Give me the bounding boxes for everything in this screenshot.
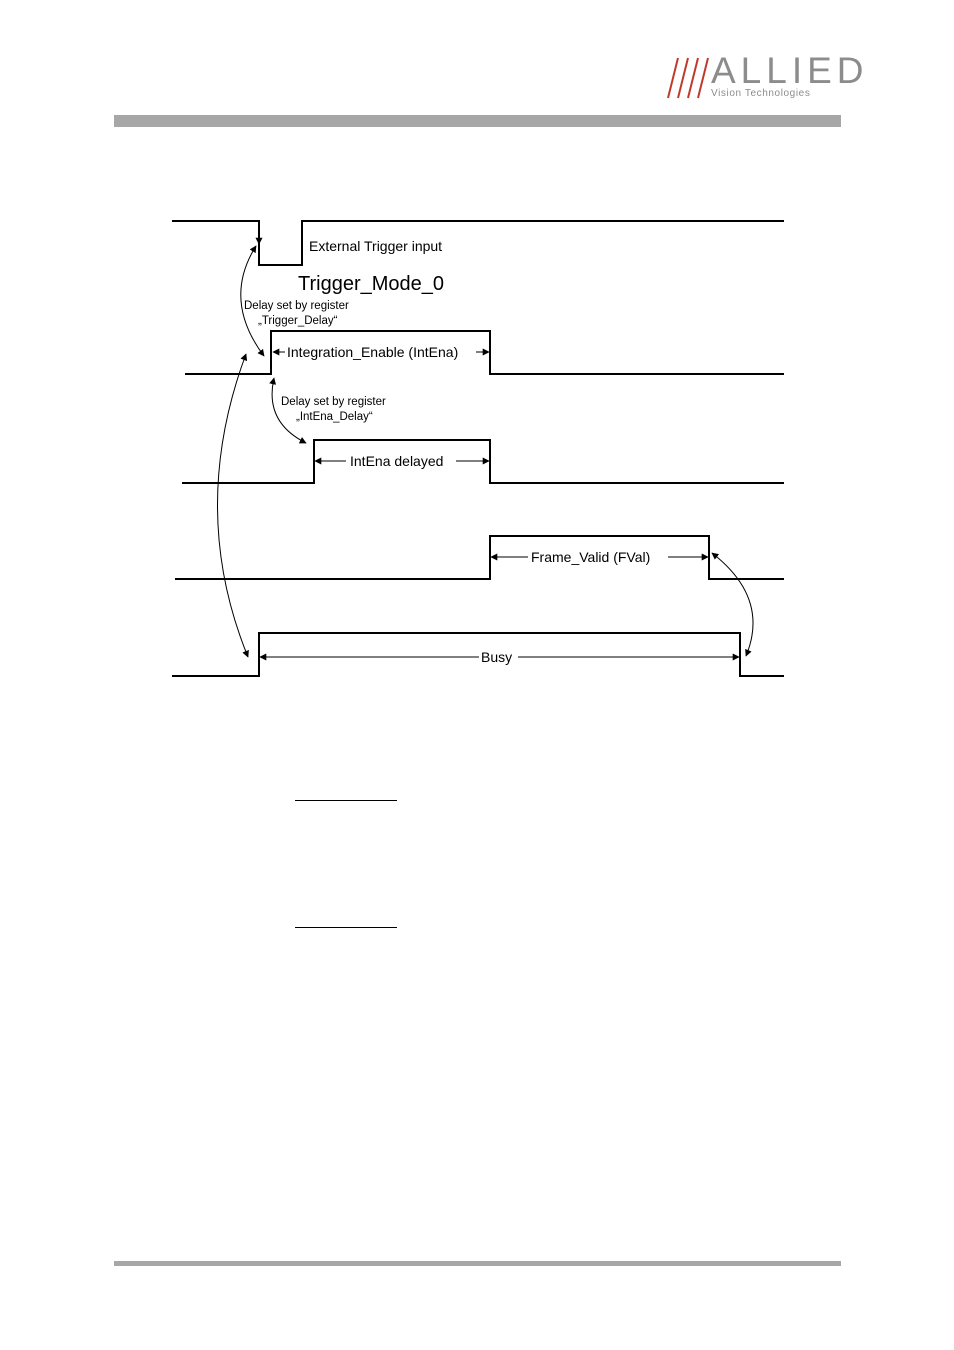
frame-valid-label: Frame_Valid (FVal) (531, 549, 650, 565)
intena-delay-label-1: Delay set by register (281, 396, 386, 408)
reference-link-2[interactable] (295, 927, 397, 928)
intena-delayed-label: IntEna delayed (350, 453, 443, 469)
signal-external-trigger (172, 221, 784, 265)
external-trigger-label: External Trigger input (309, 238, 442, 254)
busy-start-curve (217, 354, 248, 657)
trigger-delay-label-1: Delay set by register (244, 300, 349, 312)
trigger-delay-label-2: „Trigger_Delay“ (258, 315, 338, 327)
diagram-title: Trigger_Mode_0 (298, 273, 444, 295)
timing-diagram: External Trigger input Trigger_Mode_0 De… (0, 0, 954, 760)
reference-link-1[interactable] (295, 800, 397, 801)
integration-enable-label: Integration_Enable (IntEna) (287, 344, 458, 360)
intena-delay-label-2: „IntEna_Delay“ (296, 411, 373, 423)
signal-busy (172, 633, 784, 676)
footer-bar (114, 1261, 841, 1266)
busy-label: Busy (481, 649, 512, 665)
busy-end-curve (712, 553, 753, 656)
